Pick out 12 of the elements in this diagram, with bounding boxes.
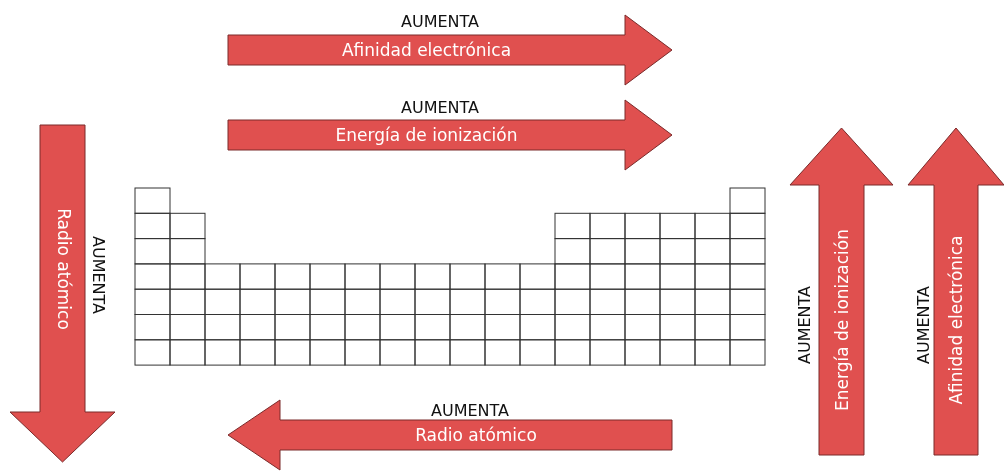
- arrow-label: Afinidad electrónica: [947, 235, 965, 405]
- increase-label: AUMENTA: [401, 100, 479, 116]
- increase-label: AUMENTA: [797, 286, 813, 364]
- increase-label: AUMENTA: [401, 14, 479, 30]
- increase-label: AUMENTA: [431, 403, 509, 419]
- arrow-label: Radio atómico: [415, 426, 537, 444]
- increase-label: AUMENTA: [916, 286, 932, 364]
- arrow-label: Energía de ionización: [833, 229, 850, 411]
- increase-label: AUMENTA: [90, 236, 106, 314]
- arrow-label: Afinidad electrónica: [341, 41, 512, 59]
- arrow-label: Radio atómico: [54, 207, 71, 330]
- arrow-label: Energía de ionización: [335, 126, 518, 144]
